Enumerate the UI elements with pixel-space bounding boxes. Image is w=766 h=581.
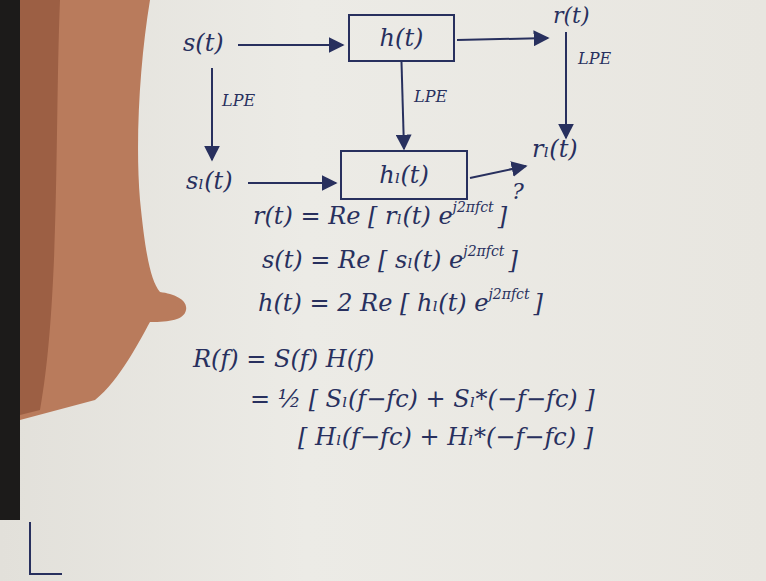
signal-name: s(t) bbox=[183, 30, 224, 56]
box-label: hₗ(t) bbox=[379, 162, 429, 188]
question-mark: ? bbox=[512, 180, 524, 204]
equation-part: r(t) = Re [ rₗ(t) e bbox=[253, 202, 453, 231]
operation-label: LPE bbox=[414, 88, 447, 106]
filter-box: h(t) bbox=[348, 14, 455, 62]
equation: = ½ [ Sₗ(f−fc) + Sₗ*(−f−fc) ] bbox=[250, 386, 595, 412]
equation-part: h(t) = 2 Re [ hₗ(t) e bbox=[258, 289, 488, 318]
input-arrow bbox=[238, 44, 343, 46]
signal-name: sₗ(t) bbox=[186, 168, 233, 194]
input-arrow bbox=[248, 182, 336, 184]
dark-edge bbox=[0, 0, 20, 520]
equation-part: ] bbox=[508, 246, 517, 275]
hand-silhouette bbox=[20, 0, 186, 420]
lpe-arrow bbox=[565, 32, 567, 138]
signal-name: rₗ(t) bbox=[532, 136, 578, 162]
lowpass-filter-box: hₗ(t) bbox=[340, 150, 468, 200]
operation-label: LPE bbox=[578, 50, 611, 68]
operation-label: LPE bbox=[222, 92, 255, 110]
page-corner bbox=[30, 522, 62, 574]
equation-part: ] bbox=[498, 202, 507, 231]
output-arrow bbox=[457, 38, 548, 40]
box-label: h(t) bbox=[380, 25, 424, 51]
lpe-arrow bbox=[211, 68, 213, 160]
hand-shadow bbox=[20, 0, 60, 415]
connector-arrow bbox=[402, 62, 405, 149]
signal-name: r(t) bbox=[553, 4, 590, 28]
equation-part: ] bbox=[534, 289, 543, 318]
exponent: j2πfct bbox=[488, 286, 529, 303]
equation: s(t) = Re [ sₗ(t) ej2πfct] bbox=[262, 246, 518, 275]
equation-part: s(t) = Re [ sₗ(t) e bbox=[262, 246, 463, 275]
equation: [ Hₗ(f−fc) + Hₗ*(−f−fc) ] bbox=[298, 424, 593, 450]
equation: R(f) = S(f) H(f) bbox=[193, 346, 374, 372]
equation: r(t) = Re [ rₗ(t) ej2πfct] bbox=[253, 202, 507, 231]
exponent: j2πfct bbox=[463, 243, 504, 260]
exponent: j2πfct bbox=[453, 199, 494, 216]
output-arrow bbox=[470, 166, 526, 178]
equation: h(t) = 2 Re [ hₗ(t) ej2πfct] bbox=[258, 289, 543, 318]
